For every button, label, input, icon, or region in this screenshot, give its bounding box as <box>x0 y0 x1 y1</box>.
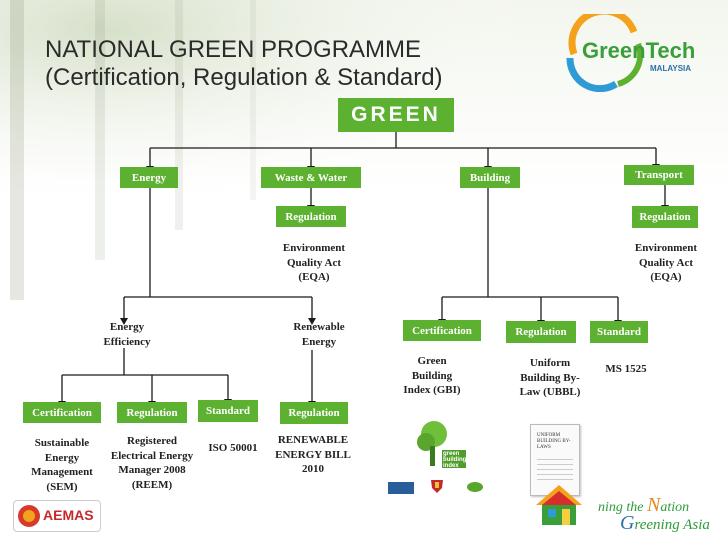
building-standard: Standard <box>590 321 648 343</box>
partner-logo-1 <box>388 482 414 494</box>
iso-50001-text: ISO 50001 <box>208 442 258 454</box>
house-icon <box>536 485 582 525</box>
energy-standard: Standard <box>198 400 258 422</box>
gbi-logo-text: green building index <box>443 451 467 469</box>
root-green-box: GREEN <box>338 98 454 132</box>
ubbl-document-lines <box>537 459 573 481</box>
slogan-line-2: Greening Asia <box>620 512 710 535</box>
aemas-logo: AEMAS <box>13 500 101 532</box>
transport-regulation: Regulation <box>632 206 698 228</box>
building-regulation: Regulation <box>506 321 576 343</box>
slogan-letter-n: N <box>647 494 661 516</box>
waste-water-regulation: Regulation <box>276 206 346 227</box>
sector-transport: Transport <box>624 165 694 185</box>
house-logo <box>534 483 584 527</box>
slogan-letter-g: G <box>620 512 635 534</box>
gbi-tree-icon <box>417 421 466 468</box>
greentech-wordmark: GreenTech <box>582 38 696 63</box>
aemas-wordmark: AEMAS <box>43 507 94 523</box>
energy-efficiency-label: Energy Efficiency <box>103 321 151 348</box>
partner-logo-2 <box>430 478 444 494</box>
sem-text: Sustainable Energy Management (SEM) <box>31 437 93 493</box>
ubbl-document: UNIFORM BUILDING BY-LAWS <box>530 424 580 496</box>
leaf-icon <box>467 482 483 492</box>
ubbl-document-title: UNIFORM BUILDING BY-LAWS <box>537 433 571 450</box>
ubbl-text: Uniform Building By-Law (UBBL) <box>519 357 581 398</box>
renewable-energy-bill-text: RENEWABLE ENERGY BILL 2010 <box>275 434 351 475</box>
gbi-logo: green building index <box>412 418 468 478</box>
building-certification: Certification <box>403 320 481 341</box>
sector-energy: Energy <box>120 167 178 188</box>
slogan: ning the Nation Greening Asia <box>594 494 724 538</box>
greentech-logo: GreenTech MALAYSIA <box>556 7 716 93</box>
page-title: NATIONAL GREEN PROGRAMME (Certification,… <box>45 36 443 91</box>
renewable-energy-label: Renewable Energy <box>293 321 345 348</box>
waste-water-eqa: Environment Quality Act (EQA) <box>282 242 346 283</box>
partner-logo-3 <box>466 480 484 494</box>
slogan-part-a: ning the <box>598 500 644 515</box>
slogan-part-b: ation <box>660 500 690 515</box>
transport-eqa: Environment Quality Act (EQA) <box>634 242 698 283</box>
slogan-line-1: ning the Nation <box>598 494 689 517</box>
sector-building: Building <box>460 167 520 188</box>
sector-waste-water: Waste & Water <box>261 167 361 188</box>
aemas-emblem-icon <box>18 505 40 527</box>
gbi-text: Green Building Index (GBI) <box>403 355 461 396</box>
greentech-subtitle: MALAYSIA <box>650 64 692 73</box>
renewable-regulation: Regulation <box>280 402 348 424</box>
crest-icon <box>431 480 443 493</box>
ms1525-text: MS 1525 <box>605 363 647 375</box>
energy-certification: Certification <box>23 402 101 423</box>
slogan-part-c: reening Asia <box>634 517 710 533</box>
reem-text: Registered Electrical Energy Manager 200… <box>110 435 194 491</box>
energy-regulation: Regulation <box>117 402 187 423</box>
